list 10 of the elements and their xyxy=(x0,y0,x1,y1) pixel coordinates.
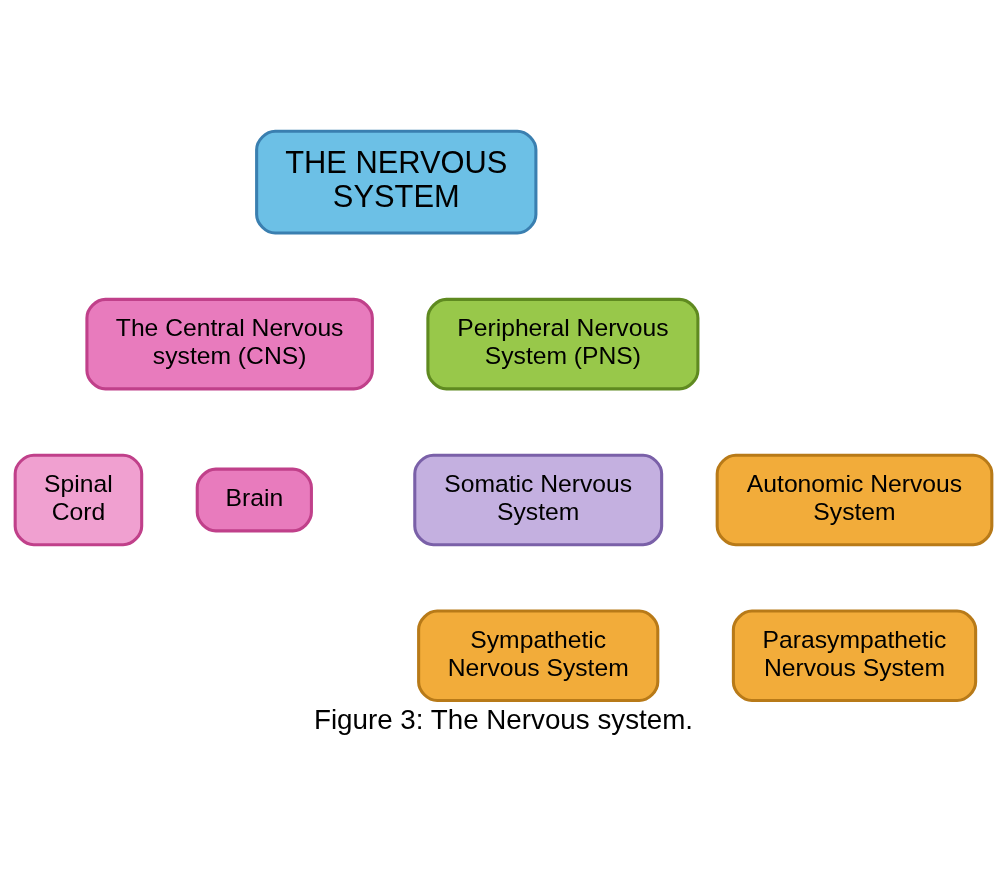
node-box: The Central Nervous system (CNS) xyxy=(84,297,374,391)
node-box: Peripheral Nervous System (PNS) xyxy=(425,297,699,391)
node-box: Spinal Cord xyxy=(13,453,143,547)
node-box: Sympathetic Nervous System xyxy=(416,609,659,703)
node-box: THE NERVOUS SYSTEM xyxy=(254,129,537,235)
node-box: Somatic Nervous System xyxy=(412,453,663,547)
node-box: Brain xyxy=(195,467,313,533)
caption: Figure 3: The Nervous system. xyxy=(313,703,693,735)
node-box: Autonomic Nervous System xyxy=(715,453,993,547)
node-box: Parasympathetic Nervous System xyxy=(731,609,977,703)
